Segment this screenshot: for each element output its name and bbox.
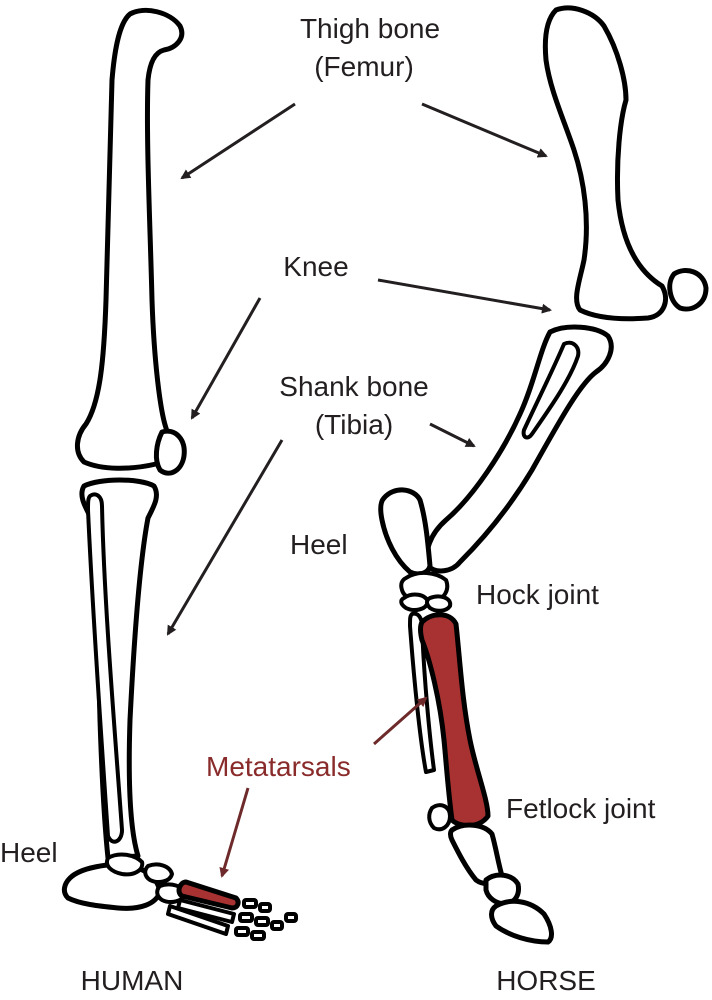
horse-leg [378, 5, 709, 945]
arrow-femur-human [180, 102, 296, 180]
label-horse: HORSE [496, 965, 596, 996]
label-heel-human: Heel [0, 837, 58, 868]
label-femur: (Femur) [314, 51, 414, 82]
horse-calcaneus [378, 487, 433, 577]
label-shank-bone: Shank bone [279, 371, 428, 402]
horse-fibula [521, 340, 581, 440]
arrow-metatarsal-horse [373, 696, 428, 746]
arrow-knee-horse [377, 278, 552, 314]
labels: Thigh bone (Femur) Knee Shank bone (Tibi… [0, 13, 656, 996]
arrow-knee-human [190, 297, 262, 420]
human-metatarsal-outline-1 [176, 898, 236, 924]
label-hock-joint: Hock joint [476, 579, 599, 610]
human-metatarsals [176, 879, 241, 911]
horse-tibia [424, 324, 614, 574]
human-tarsal-2 [143, 862, 174, 884]
human-tarsal-1 [105, 852, 145, 877]
label-thigh-bone: Thigh bone [300, 13, 440, 44]
human-fibula [86, 492, 124, 844]
label-human: HUMAN [81, 965, 184, 996]
label-knee: Knee [283, 251, 348, 282]
label-fetlock-joint: Fetlock joint [506, 793, 656, 824]
horse-tarsal-2 [399, 592, 430, 612]
horse-sesamoid [427, 803, 452, 832]
horse-pastern-2 [483, 872, 521, 907]
label-metatarsals: Metatarsals [206, 751, 351, 782]
horse-femur [542, 5, 668, 322]
horse-metatarsal [418, 612, 491, 828]
arrow-metatarsal-human [219, 787, 250, 878]
human-metatarsal-outline-2 [166, 904, 230, 936]
pointer-arrows [166, 102, 552, 878]
human-patella [153, 428, 187, 476]
label-heel-horse: Heel [290, 529, 348, 560]
horse-coffin-bone [489, 898, 554, 945]
human-leg [61, 8, 298, 941]
arrow-tibia-horse [429, 422, 476, 448]
human-phalanges [234, 898, 298, 941]
human-femur [75, 8, 185, 471]
horse-patella [667, 268, 709, 312]
label-tibia: (Tibia) [315, 409, 393, 440]
arrow-femur-horse [421, 102, 548, 158]
arrow-tibia-human [166, 439, 284, 636]
horse-tarsal-3 [425, 594, 453, 613]
